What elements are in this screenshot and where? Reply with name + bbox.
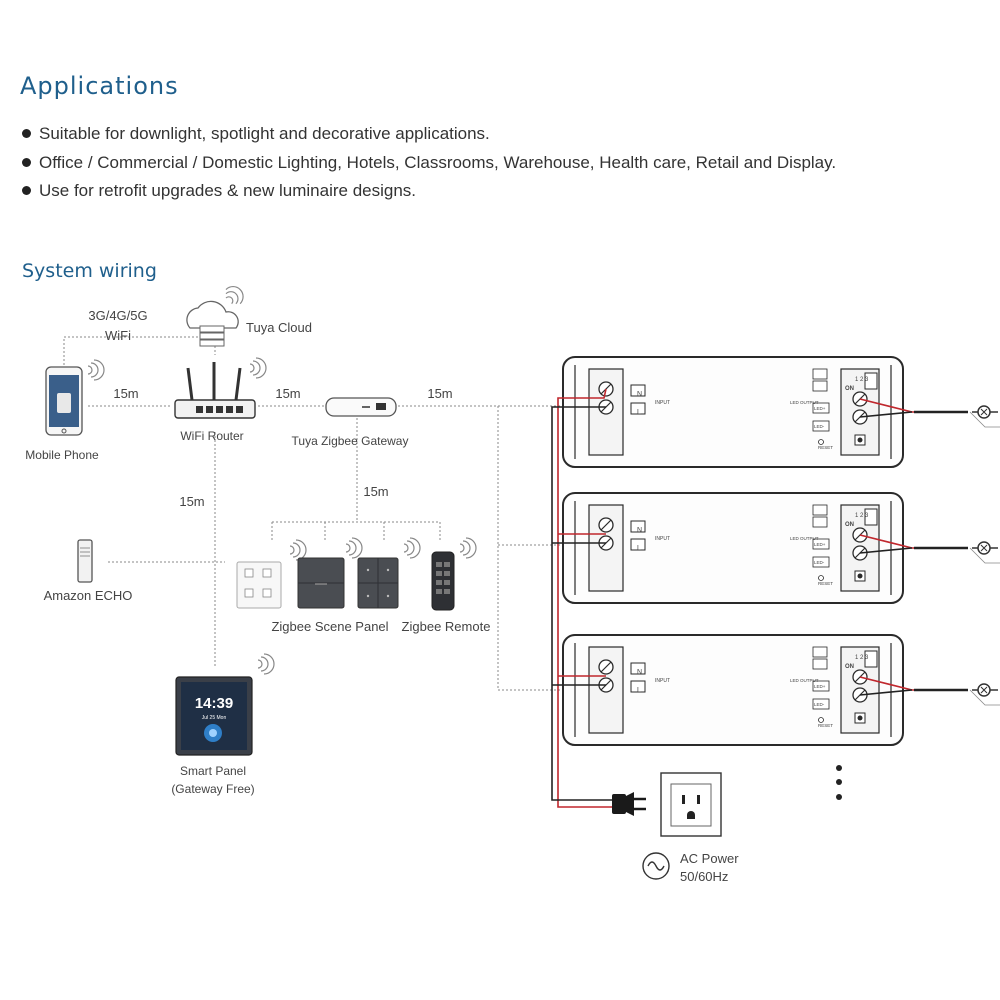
- scene-panel-dark-4key-icon: [357, 557, 399, 609]
- distance-phone-router: 15m: [113, 386, 138, 401]
- zigbee-remote-label: Zigbee Remote: [402, 619, 491, 634]
- led-plus-label: LED+: [814, 684, 826, 689]
- scene-panel-white-signal-icon: [289, 539, 307, 561]
- applications-heading: Applications: [20, 72, 179, 100]
- reset-label: RESET: [818, 445, 833, 450]
- terminal-l-label: L: [637, 545, 641, 552]
- list-item-text: Office / Commercial / Domestic Lighting,…: [39, 152, 837, 172]
- reset-label: RESET: [818, 723, 833, 728]
- led-cables: [914, 410, 968, 692]
- dip-on-label: ON: [845, 522, 854, 528]
- led-light-icon: [971, 683, 999, 697]
- ac-sine-icon: [642, 852, 670, 880]
- led-plus-label: LED+: [814, 406, 826, 411]
- dip-number-label: 1 2 3: [855, 377, 869, 383]
- phone-signal-icon: [87, 359, 105, 381]
- dip-on-label: ON: [845, 664, 854, 670]
- zigbee-gateway-label: Tuya Zigbee Gateway: [292, 434, 409, 448]
- terminal-n-label: N: [637, 527, 642, 534]
- terminal-l-label: L: [637, 409, 641, 416]
- more-drivers-ellipsis: [836, 765, 842, 800]
- ac-power-label-line1: AC Power: [680, 851, 739, 866]
- bullet-icon: [22, 129, 31, 138]
- distance-gateway-panels: 15m: [363, 484, 388, 499]
- led-light-icon: [971, 541, 999, 555]
- terminal-n-label: N: [637, 391, 642, 398]
- smart-panel-date: Jul 25 Mon: [202, 715, 227, 721]
- list-item-text: Use for retrofit upgrades & new luminair…: [39, 181, 417, 200]
- wifi-router-label: WiFi Router: [180, 429, 243, 443]
- dip-number-label: 1 2 3: [855, 513, 869, 519]
- cloud-icon: [186, 300, 239, 347]
- smart-panel-icon: [175, 676, 253, 756]
- input-label: INPUT: [655, 400, 670, 406]
- mobile-phone-icon: [45, 366, 83, 436]
- led-minus-label: LED-: [814, 424, 825, 429]
- led-light-traces: [969, 411, 1000, 706]
- list-item-text: Suitable for downlight, spotlight and de…: [39, 124, 490, 143]
- distance-gateway-driver: 15m: [427, 386, 452, 401]
- terminal-n-label: N: [637, 669, 642, 676]
- distance-router-gateway: 15m: [275, 386, 300, 401]
- led-minus-label: LED-: [814, 702, 825, 707]
- ac-input-wires: [551, 388, 612, 808]
- distance-router-smartpanel: 15m: [179, 494, 204, 509]
- amazon-echo-icon: [77, 539, 93, 583]
- smart-panel-label-line2: (Gateway Free): [171, 782, 254, 796]
- input-label: INPUT: [655, 678, 670, 684]
- led-driver-2: N L INPUT LED OUTPUT LED+ LED- ON 1 2 3 …: [562, 492, 904, 604]
- router-signal-icon: [249, 357, 267, 379]
- led-light-icon: [971, 405, 999, 419]
- smart-panel-label-line1: Smart Panel: [180, 764, 246, 778]
- amazon-echo-label: Amazon ECHO: [44, 588, 133, 603]
- led-output-label: LED OUTPUT: [790, 678, 819, 683]
- zigbee-remote-icon: [431, 551, 455, 611]
- scene-panel-white-icon: [236, 561, 282, 609]
- led-minus-label: LED-: [814, 560, 825, 565]
- bullet-icon: [22, 157, 31, 167]
- tuya-cloud-label: Tuya Cloud: [246, 320, 312, 335]
- wifi-router-icon: [174, 362, 256, 419]
- scene-panel-dark-signal-icon: [345, 537, 363, 559]
- scene-panel-dark-icon: [297, 557, 345, 609]
- list-item: Use for retrofit upgrades & new luminair…: [22, 177, 836, 206]
- power-plug-icon: [612, 792, 646, 816]
- led-output-label: LED OUTPUT: [790, 400, 819, 405]
- led-output-label: LED OUTPUT: [790, 536, 819, 541]
- zigbee-gateway-icon: [325, 397, 397, 417]
- led-driver-3: N L INPUT LED OUTPUT LED+ LED- ON 1 2 3 …: [562, 634, 904, 746]
- terminal-l-label: L: [637, 687, 641, 694]
- input-label: INPUT: [655, 536, 670, 542]
- led-driver-1: N L INPUT LED OUTPUT LED+ LED- ON 1 2 3 …: [562, 356, 904, 468]
- led-plus-label: LED+: [814, 542, 826, 547]
- applications-list: Suitable for downlight, spotlight and de…: [22, 120, 836, 206]
- scene-panel-label: Zigbee Scene Panel: [271, 619, 388, 634]
- reset-label: RESET: [818, 581, 833, 586]
- network-label-line1: 3G/4G/5G: [88, 308, 147, 323]
- scene-panel-4key-signal-icon: [403, 537, 421, 559]
- list-item: Suitable for downlight, spotlight and de…: [22, 120, 836, 149]
- bullet-icon: [22, 186, 31, 195]
- cloud-signal-icon: [221, 281, 248, 309]
- network-label-line2: WiFi: [105, 328, 131, 343]
- list-item: Office / Commercial / Domestic Lighting,…: [22, 149, 836, 178]
- smart-panel-time: 14:39: [195, 695, 233, 712]
- system-wiring-heading: System wiring: [22, 260, 157, 282]
- wall-outlet-icon: [660, 772, 722, 837]
- remote-signal-icon: [459, 537, 477, 559]
- smart-panel-signal-icon: [257, 653, 275, 675]
- dip-number-label: 1 2 3: [855, 655, 869, 661]
- dip-on-label: ON: [845, 386, 854, 392]
- mobile-phone-label: Mobile Phone: [25, 448, 99, 462]
- ac-power-label-line2: 50/60Hz: [680, 869, 728, 884]
